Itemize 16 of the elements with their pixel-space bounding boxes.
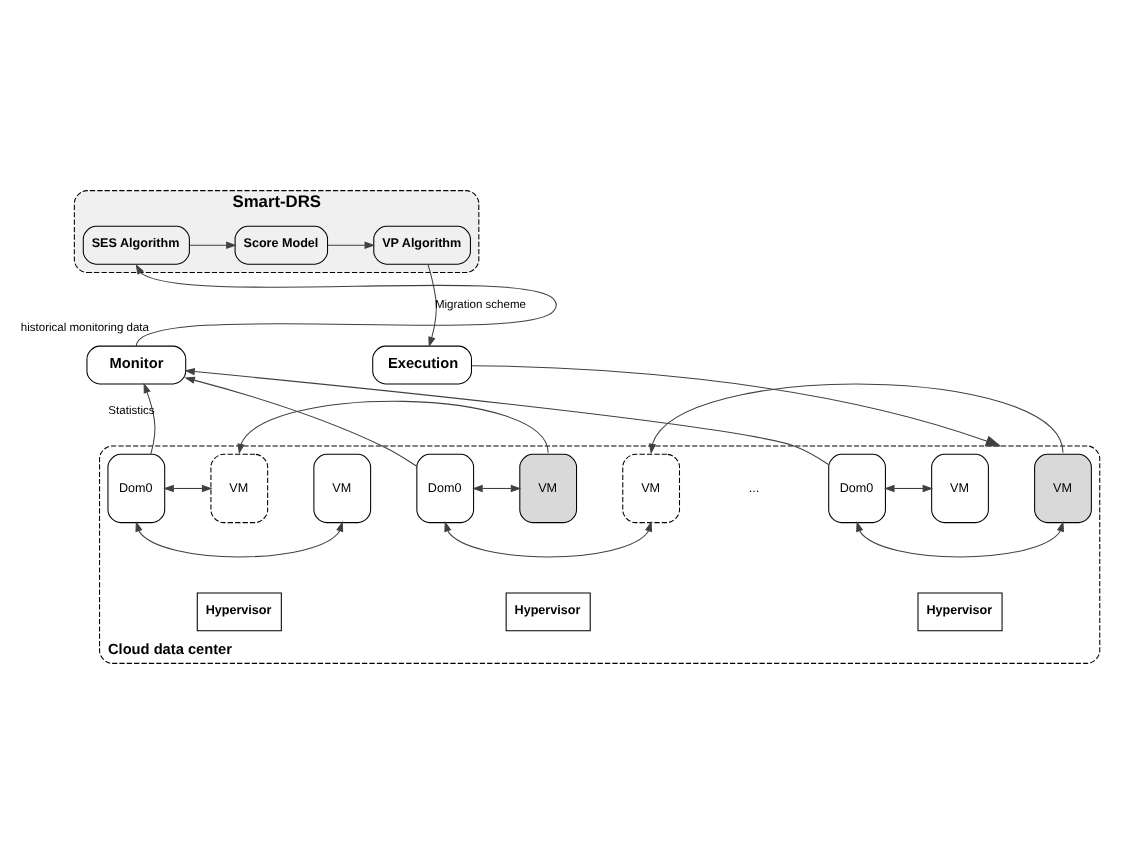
arrow bbox=[856, 521, 1064, 558]
arrow bbox=[135, 521, 344, 558]
arrow bbox=[427, 264, 437, 348]
arrow bbox=[163, 484, 213, 493]
arrow bbox=[327, 241, 376, 249]
arrow bbox=[444, 521, 653, 558]
arrow bbox=[237, 400, 549, 455]
arrow bbox=[472, 484, 522, 493]
arrow bbox=[884, 484, 934, 493]
arrow bbox=[184, 367, 829, 466]
arrow bbox=[143, 382, 156, 455]
arrow bbox=[135, 263, 557, 347]
arrow bbox=[648, 383, 1064, 455]
arrow bbox=[184, 376, 418, 467]
arrow bbox=[189, 241, 237, 249]
arrow bbox=[471, 365, 1002, 447]
